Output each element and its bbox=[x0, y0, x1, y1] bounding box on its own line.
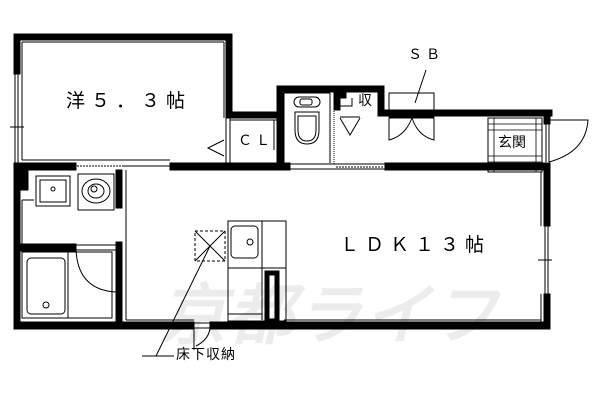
bath bbox=[21, 251, 113, 319]
shoebox-label: ＳＢ bbox=[408, 47, 444, 63]
storage-walls bbox=[339, 91, 361, 136]
closet-label: ＣＬ bbox=[238, 133, 274, 149]
ldk-top-wall bbox=[269, 162, 551, 171]
storage-label: 収 bbox=[358, 93, 376, 109]
entrance-label: 玄関 bbox=[498, 135, 526, 151]
western-room-label: 洋５．３帖 bbox=[66, 90, 192, 112]
ldk-right-wall bbox=[538, 169, 552, 329]
ldk-label: ＬＤＫ１３帖 bbox=[340, 234, 491, 256]
kitchen bbox=[142, 220, 287, 357]
shoebox bbox=[388, 69, 435, 141]
washroom bbox=[13, 169, 127, 330]
toilet-walls bbox=[276, 85, 553, 171]
western-room-walls bbox=[10, 33, 291, 171]
watermark: 京都ライフ bbox=[160, 277, 500, 354]
underfloor-storage-label: 床下収納 bbox=[176, 347, 236, 363]
